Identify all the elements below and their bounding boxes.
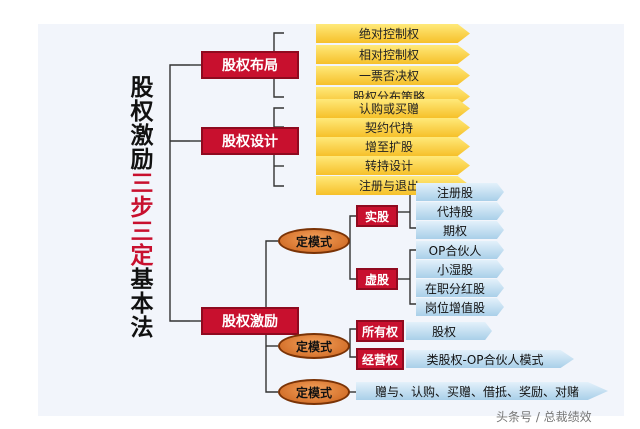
category-incentive: 股权激励: [201, 307, 299, 335]
virtual-shares-box: 虚股: [356, 268, 398, 290]
management-item: 类股权-OP合伙人模式: [406, 350, 574, 368]
category-layout: 股权布局: [201, 51, 299, 79]
virtual-share-item: 在职分红股: [416, 279, 504, 297]
title-line2: 三 步 三 定: [130, 171, 154, 269]
virtual-bracket: [409, 249, 416, 305]
layout-item: 相对控制权: [316, 45, 470, 64]
real-share-item: 期权: [416, 221, 504, 239]
real-share-item: 注册股: [416, 183, 504, 201]
mode3-item: 赠与、认购、买赠、借抵、奖励、对赌: [356, 382, 608, 400]
design-item: 增至扩股: [316, 137, 470, 156]
title-line3: 基 本 法: [130, 267, 154, 341]
ownership-item: 股权: [406, 322, 492, 340]
watermark: 头条号 / 总裁绩效: [496, 410, 592, 424]
mode2-bracket: [349, 328, 356, 358]
category-design: 股权设计: [201, 127, 299, 155]
management-box: 经营权: [356, 348, 404, 370]
title-line1: 股 权 激 励: [130, 75, 154, 173]
diagram-canvas: 股 权 激 励 三 步 三 定 基 本 法 股权布局 股权设计 股权激励 绝对控…: [38, 24, 624, 416]
layout-item: 一票否决权: [316, 66, 470, 85]
mode2-ellipse: 定模式: [278, 333, 350, 359]
real-bracket: [409, 192, 416, 229]
real-shares-box: 实股: [356, 205, 398, 227]
real-share-item: 代持股: [416, 202, 504, 220]
virtual-share-item: 岗位增值股: [416, 298, 504, 316]
design-item: 契约代持: [316, 118, 470, 137]
layout-item: 绝对控制权: [316, 24, 470, 43]
mode1-ellipse: 定模式: [278, 228, 350, 254]
mode3-ellipse: 定模式: [278, 379, 350, 405]
mode1-bracket: [349, 215, 356, 280]
design-item: 认购或买赠: [316, 99, 470, 118]
main-bracket: [169, 64, 190, 322]
design-item: 转持设计: [316, 156, 470, 175]
virtual-share-item: OP合伙人: [416, 241, 504, 259]
ownership-box: 所有权: [356, 320, 404, 342]
virtual-share-item: 小湿股: [416, 260, 504, 278]
